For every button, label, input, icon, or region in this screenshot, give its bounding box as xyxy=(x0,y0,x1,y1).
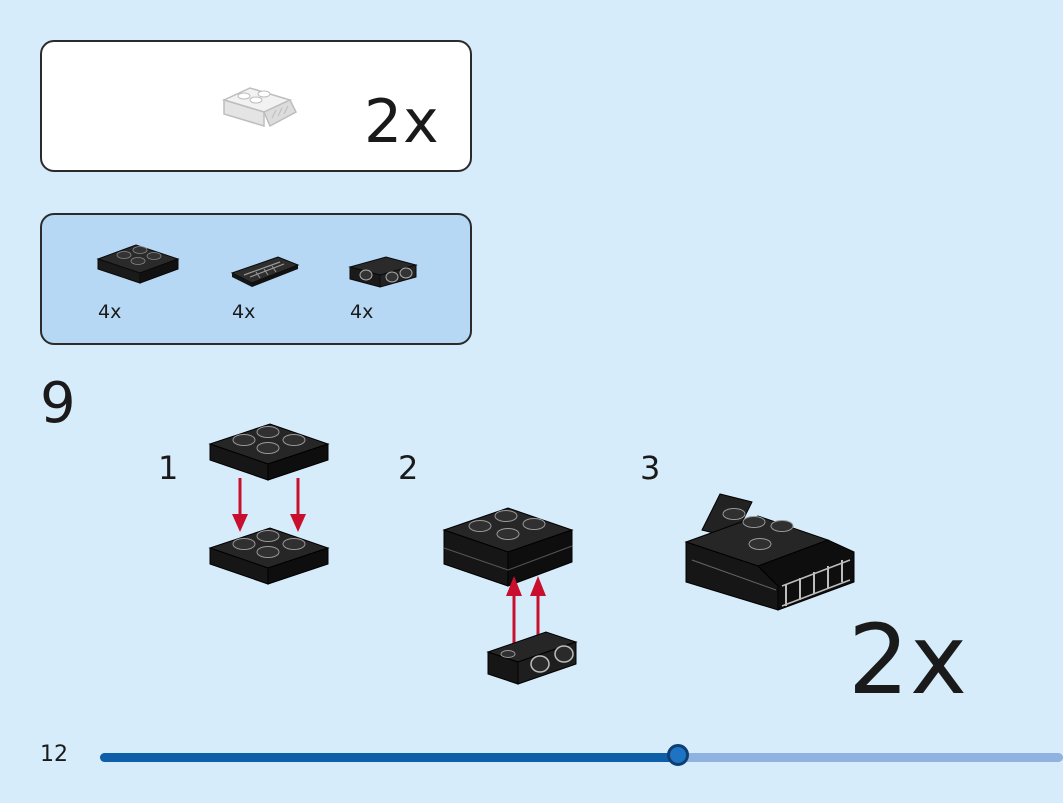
red-arrow-icon xyxy=(506,576,546,652)
plate-2x2-black-icon xyxy=(96,244,180,284)
step-multiplier: 2x xyxy=(848,604,968,716)
page-number: 12 xyxy=(40,742,68,767)
completed-subassembly-icon xyxy=(684,493,855,611)
subassembly-multiplier: 2x xyxy=(364,87,440,157)
substep-number: 2 xyxy=(398,449,419,487)
grey-slope-subassembly-icon xyxy=(221,87,297,128)
part-count: 4x xyxy=(350,301,374,323)
progress-knob[interactable] xyxy=(667,744,689,766)
part-count: 4x xyxy=(98,301,122,323)
slope-grille-black-icon xyxy=(230,256,300,287)
plate-2x2-black-icon xyxy=(208,527,330,585)
bracket-1x2-studs-black-icon xyxy=(348,256,418,288)
subassembly-callout: 2x xyxy=(40,40,472,172)
part-count: 4x xyxy=(232,301,256,323)
bracket-1x2-studs-black-icon xyxy=(486,631,578,685)
stacked-plates-icon xyxy=(442,507,574,587)
step-number: 9 xyxy=(40,371,76,436)
red-arrow-icon xyxy=(232,478,306,532)
plate-2x2-black-icon xyxy=(208,423,330,481)
substep-number: 3 xyxy=(640,449,661,487)
progress-fill xyxy=(100,753,678,762)
substep-number: 1 xyxy=(158,449,179,487)
parts-list-panel: 4x 4x 4x xyxy=(40,213,472,345)
